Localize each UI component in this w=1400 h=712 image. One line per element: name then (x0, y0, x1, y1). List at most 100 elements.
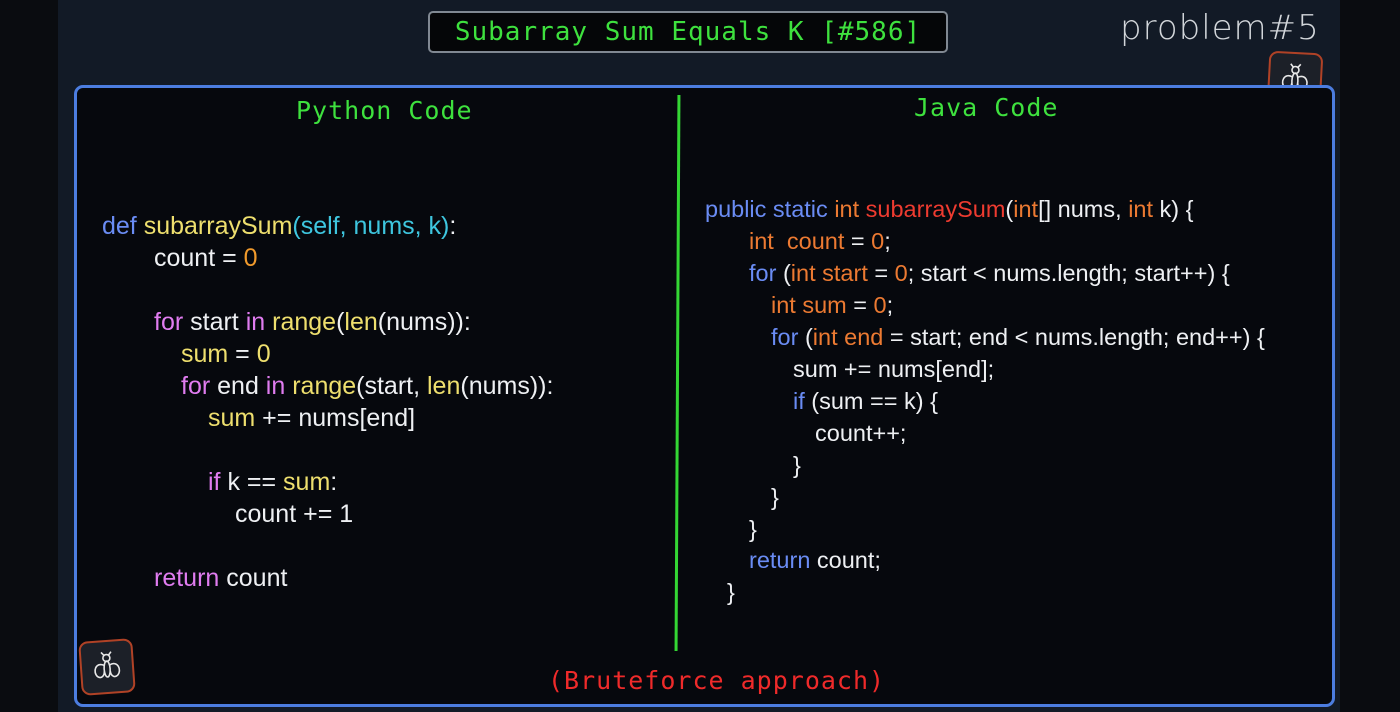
keyword: if (208, 468, 221, 496)
java-line: if (sum == k) { (793, 388, 938, 415)
code-text: count++; (815, 420, 907, 446)
code-text: ( (798, 324, 813, 350)
java-line: } (793, 452, 801, 479)
code-text: } (771, 484, 779, 510)
function-name: subarraySum (865, 196, 1006, 222)
number-literal: 0 (873, 292, 887, 318)
code-text: ; (884, 228, 891, 254)
code-text: k) { (1153, 196, 1194, 222)
code-text: += nums[end] (255, 404, 416, 432)
java-line: for (int start = 0; start < nums.length;… (749, 260, 1230, 287)
java-line: int sum = 0; (771, 292, 893, 319)
builtin: range (265, 308, 337, 336)
java-line: public static int subarraySum(int[] nums… (705, 196, 1194, 223)
params: self, nums, k (300, 212, 442, 240)
code-text: start (183, 308, 246, 336)
code-text: ; (886, 292, 894, 318)
code-text: ( (336, 308, 345, 336)
keyword: return (749, 547, 811, 573)
type: int count (749, 228, 845, 254)
code-text: = (867, 260, 895, 286)
keyword: for (154, 308, 184, 336)
approach-caption: (Bruteforce approach) (548, 666, 886, 695)
code-text: (nums)): (377, 308, 471, 336)
code-text: ; start < nums.length; start++) { (907, 260, 1230, 286)
java-line: return count; (749, 547, 881, 574)
code-text: = start; end < nums.length; end++) { (883, 324, 1265, 350)
type: int (1013, 196, 1039, 222)
code-text: } (749, 516, 757, 542)
function-name: subarraySum (143, 212, 293, 240)
java-code-block: public static int subarraySum(int[] nums… (0, 0, 1265, 605)
java-line: for (int end = start; end < nums.length;… (771, 324, 1265, 351)
python-line: sum += nums[end] (208, 404, 415, 433)
problem-title: Subarray Sum Equals K [#586] (428, 11, 948, 53)
fly-icon (78, 638, 136, 696)
variable: sum (283, 468, 331, 496)
code-text: (start, (356, 372, 427, 400)
keyword: in (265, 372, 286, 400)
code-text: (sum == k) { (804, 388, 938, 414)
python-line: sum = 0 (181, 340, 271, 369)
problem-number: problem#5 (1120, 8, 1320, 48)
java-line: int count = 0; (749, 228, 891, 255)
paren: ( (292, 212, 301, 240)
code-text: (nums)): (460, 372, 554, 400)
code-text: sum += nums[end]; (793, 356, 995, 382)
keyword: return (154, 564, 220, 592)
java-line: } (727, 579, 735, 606)
python-line: return count (154, 564, 287, 593)
code-text: } (793, 452, 801, 478)
code-panel (74, 85, 1335, 707)
code-text: count; (810, 547, 881, 573)
builtin: range (285, 372, 357, 400)
builtin: len (344, 308, 378, 336)
builtin: len (427, 372, 461, 400)
number-literal: 0 (871, 228, 885, 254)
code-text: = (844, 228, 872, 254)
variable: sum (181, 340, 229, 368)
python-line: for start in range(len(nums)): (154, 308, 471, 337)
variable: sum (208, 404, 256, 432)
paren: ) (441, 212, 450, 240)
java-line: count++; (815, 420, 906, 447)
code-text: } (727, 579, 735, 605)
python-heading: Python Code (296, 96, 473, 125)
java-line: } (771, 484, 779, 511)
keyword: for (749, 260, 777, 286)
java-heading: Java Code (914, 93, 1059, 122)
keyword: def (102, 212, 137, 240)
python-code-block: def subarraySum(self, nums, k): count = … (0, 0, 553, 592)
python-line: count = 0 (154, 244, 258, 273)
number-literal: 0 (243, 244, 258, 272)
type: int (1128, 196, 1154, 222)
keyword: for (181, 372, 211, 400)
java-line: sum += nums[end]; (793, 356, 994, 383)
code-text: ( (776, 260, 791, 286)
keyword: in (245, 308, 266, 336)
type: int (834, 196, 866, 222)
number-literal: 0 (894, 260, 908, 286)
colon: : (449, 212, 457, 240)
python-line: for end in range(start, len(nums)): (181, 372, 553, 401)
python-line: count += 1 (235, 500, 353, 529)
type: int start (790, 260, 868, 286)
keyword: if (793, 388, 805, 414)
java-line: } (749, 516, 757, 543)
python-line: if k == sum: (208, 468, 337, 497)
code-text: : (330, 468, 338, 496)
number-literal: 0 (256, 340, 271, 368)
code-text: ( (1005, 196, 1014, 222)
code-text: k == (220, 468, 284, 496)
code-text: end (210, 372, 266, 400)
code-text: count = (154, 244, 244, 272)
code-text: count += 1 (235, 500, 354, 528)
type: int end (812, 324, 884, 350)
code-text: [] nums, (1038, 196, 1129, 222)
keyword: public static (705, 196, 835, 222)
keyword: for (771, 324, 799, 350)
code-text: count (219, 564, 288, 592)
code-text: = (228, 340, 257, 368)
code-text: = (846, 292, 874, 318)
type: int sum (771, 292, 847, 318)
